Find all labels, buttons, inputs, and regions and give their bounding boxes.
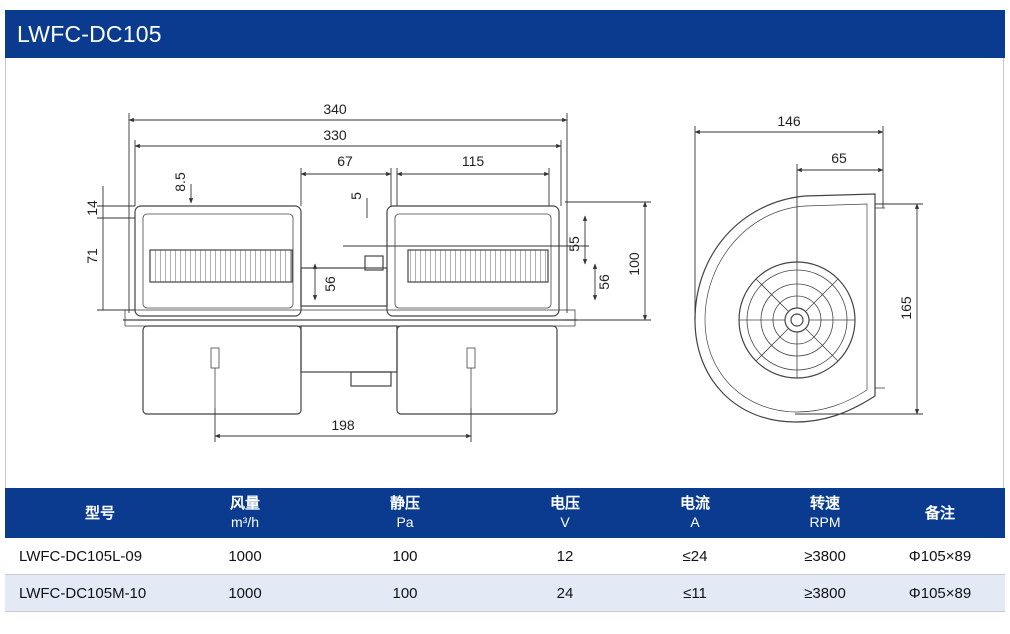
dim-5: 5: [348, 192, 364, 200]
dim-71: 71: [84, 248, 100, 264]
dim-67: 67: [337, 153, 353, 169]
dim-14: 14: [84, 200, 100, 216]
cell-static-pressure: 100: [295, 574, 515, 612]
dim-340: 340: [323, 101, 347, 117]
cell-static-pressure: 100: [295, 538, 515, 575]
dim-165: 165: [898, 296, 914, 320]
dim-198: 198: [331, 417, 355, 433]
dim-55: 55: [566, 236, 582, 252]
cell-model: LWFC-DC105M-10: [5, 574, 195, 612]
header-model: 型号: [5, 488, 195, 538]
dim-330: 330: [323, 127, 347, 143]
dim-56-right: 56: [596, 274, 612, 290]
cell-airflow: 1000: [195, 574, 295, 612]
technical-drawing: 340 330 67 115 8.5 14 71 5 55 56 56 100 …: [5, 58, 1005, 488]
cell-model: LWFC-DC105L-09: [5, 538, 195, 575]
dim-146: 146: [777, 113, 801, 129]
cell-current: ≤11: [615, 574, 775, 612]
table-row: LWFC-DC105L-09 1000 100 12 ≤24 ≥3800 Φ10…: [5, 538, 1005, 575]
front-view: [123, 205, 577, 415]
title-banner: LWFC-DC105: [5, 10, 1005, 58]
model-title: LWFC-DC105: [17, 21, 162, 47]
cell-remarks: Φ105×89: [875, 538, 1005, 575]
dim-8-5: 8.5: [172, 172, 188, 192]
front-dimensions: [97, 113, 651, 442]
cell-airflow: 1000: [195, 538, 295, 575]
side-view: [694, 193, 885, 423]
cell-voltage: 24: [515, 574, 615, 612]
cell-remarks: Φ105×89: [875, 574, 1005, 612]
dim-56-left: 56: [322, 276, 338, 292]
cell-voltage: 12: [515, 538, 615, 575]
cell-current: ≤24: [615, 538, 775, 575]
dim-115: 115: [462, 153, 485, 169]
dim-65: 65: [831, 150, 847, 166]
blower-drawing-svg: 340 330 67 115 8.5 14 71 5 55 56 56 100 …: [84, 101, 923, 442]
side-dimensions: [694, 126, 923, 415]
cell-speed: ≥3800: [775, 538, 875, 575]
header-remarks: 备注: [875, 488, 1005, 538]
table-row: LWFC-DC105M-10 1000 100 24 ≤11 ≥3800 Φ10…: [5, 574, 1005, 612]
cell-speed: ≥3800: [775, 574, 875, 612]
dim-100: 100: [626, 252, 642, 276]
